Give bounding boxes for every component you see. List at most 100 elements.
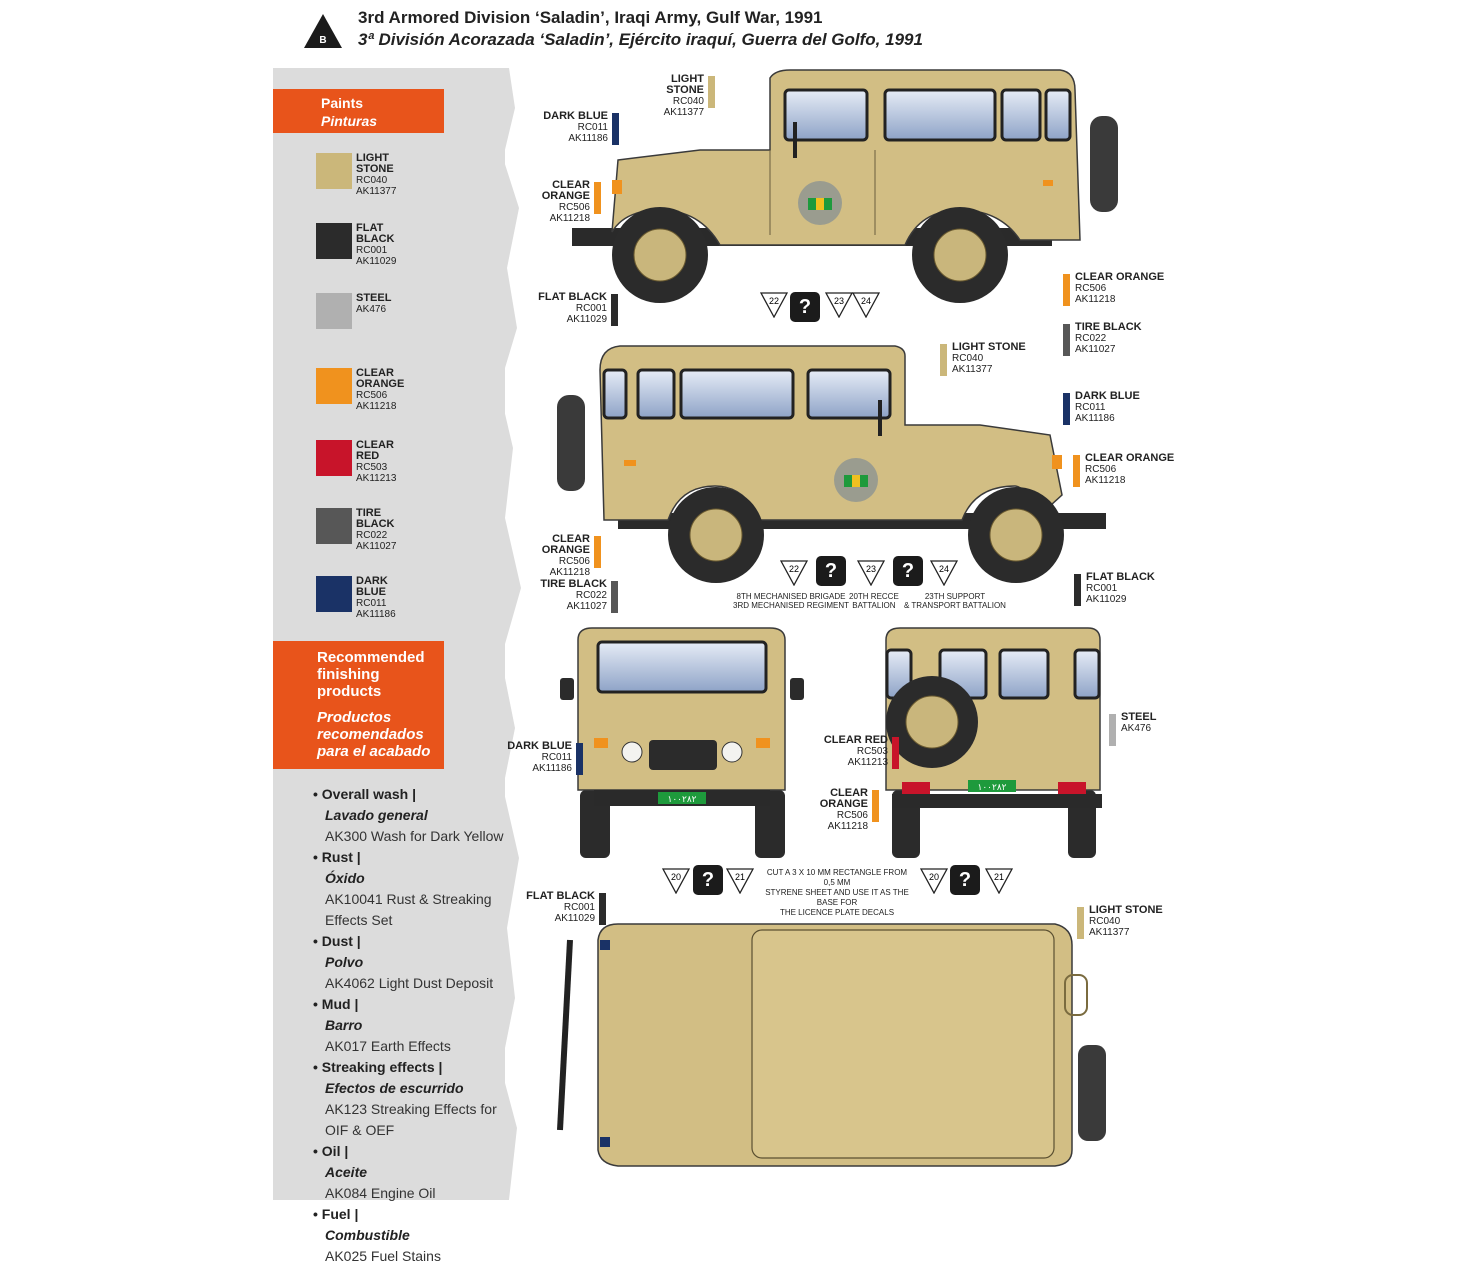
callout-text: DARK BLUE RC011 AK11186 [543, 110, 608, 145]
torn-edge [489, 68, 521, 1200]
decal-number-marker: 22 [779, 560, 809, 591]
unknown-decal-icon: ? [693, 865, 723, 895]
svg-text:١٠٠٢٨٢: ١٠٠٢٨٢ [667, 794, 696, 804]
color-bar [1063, 393, 1070, 425]
color-bar [611, 581, 618, 613]
color-bar [599, 893, 606, 925]
finishing-item-title-es: Efectos de escurrido [325, 1080, 464, 1096]
rear-view: ١٠٠٢٨٢ [885, 627, 1102, 858]
callout-text: DARK BLUE RC011 AK11186 [507, 740, 572, 775]
callout-text: TIRE BLACK RC022 AK11027 [1075, 321, 1142, 356]
finishing-item-title: • Mud | [313, 996, 359, 1012]
finishing-item-title-es: Aceite [325, 1164, 368, 1180]
sidebar: Paints Pinturas LIGHT STONE RC040 AK1137… [273, 68, 521, 1264]
paint-codes: CLEAR ORANGE RC506 AK11218 [356, 368, 404, 413]
callout-text: FLAT BLACK RC001 AK11029 [538, 291, 607, 326]
finishing-product: AK084 Engine Oil [325, 1185, 436, 1201]
paint-code: AK11218 [356, 401, 397, 412]
paint-code: AK11029 [356, 256, 397, 267]
callout-text: DARK BLUE RC011 AK11186 [1075, 390, 1140, 425]
color-bar [611, 294, 618, 326]
unit-label-23th-support: 23TH SUPPORT& TRANSPORT BATTALION [904, 592, 1006, 610]
svg-text:20: 20 [671, 872, 681, 882]
finishing-product: AK10041 Rust & Streaking [325, 891, 492, 907]
unknown-decal-icon: ? [816, 556, 846, 586]
callout-text: LIGHT STONE RC040 AK11377 [1089, 904, 1163, 939]
finishing-product: AK123 Streaking Effects for [325, 1101, 497, 1117]
color-bar [1063, 324, 1070, 356]
callout-text: CLEAR ORANGE RC506 AK11218 [541, 179, 590, 225]
paint-name: FLAT BLACK [356, 222, 395, 245]
color-swatch [316, 223, 352, 259]
color-bar [1074, 574, 1081, 606]
color-swatch [316, 440, 352, 476]
svg-text:20: 20 [929, 872, 939, 882]
paint-code: RC040 [356, 175, 388, 186]
color-bar [594, 182, 601, 214]
finishing-item-title: • Rust | [313, 849, 361, 865]
callout-text: CLEAR ORANGE RC506 AK11218 [1075, 271, 1165, 306]
paint-code: RC011 [356, 598, 387, 609]
svg-text:24: 24 [939, 564, 949, 574]
paint-name: LIGHT STONE [356, 152, 394, 175]
finishing-item: • Streaking effects | Efectos de escurri… [313, 1057, 513, 1141]
callout-text: CLEAR ORANGE RC506 AK11218 [819, 787, 868, 833]
paint-name: CLEAR RED [356, 439, 394, 462]
callout-text: FLAT BLACK RC001 AK11029 [526, 890, 595, 925]
color-bar [1109, 714, 1116, 746]
color-bar [872, 790, 879, 822]
finishing-item-title: • Dust | [313, 933, 361, 949]
finishing-header: Recommended finishing products Productos… [273, 641, 444, 769]
callout-text: CLEAR RED RC503 AK11213 [823, 734, 888, 769]
paint-code: AK11027 [356, 541, 397, 552]
paint-name: STEEL [356, 292, 392, 304]
finishing-item-title-es: Óxido [325, 870, 365, 886]
decal-number-marker: 24 [929, 560, 959, 591]
side-view-right [557, 345, 1106, 583]
svg-text:22: 22 [789, 564, 799, 574]
top-view [557, 923, 1106, 1167]
paint-name: TIRE BLACK [356, 507, 395, 530]
decal-number-marker: 23 [824, 292, 854, 323]
callout-text: TIRE BLACK RC022 AK11027 [540, 578, 607, 613]
color-bar [1077, 907, 1084, 939]
callout-text: CLEAR ORANGE RC506 AK11218 [541, 533, 590, 579]
finishing-item-title: • Streaking effects | [313, 1059, 443, 1075]
paint-codes: LIGHT STONE RC040 AK11377 [356, 152, 396, 198]
finishing-product: AK025 Fuel Stains [325, 1248, 441, 1264]
vehicle-drawings: ١٠٠٢٨٢ ١٠٠٢٨٢ [557, 69, 1118, 1167]
finishing-item-title: • Fuel | [313, 1206, 359, 1222]
color-swatch [316, 508, 352, 544]
color-swatch [316, 293, 352, 329]
color-bar [708, 76, 715, 108]
title-spanish: 3ª División Acorazada ‘Saladin’, Ejércit… [358, 30, 923, 49]
color-swatch [316, 576, 352, 612]
paint-codes: STEEL AK476 [356, 292, 392, 316]
paints-title: Paints [321, 95, 364, 111]
finishing-item-title: • Oil | [313, 1143, 349, 1159]
color-bar [576, 743, 583, 775]
paint-code: AK11213 [356, 473, 397, 484]
callout-text: LIGHT STONE RC040 AK11377 [952, 341, 1026, 376]
finishing-item-title: • Overall wash | [313, 786, 416, 802]
paint-code: RC503 [356, 462, 388, 473]
finishing-title-en: Recommended finishing products [317, 649, 425, 700]
side-view-left [572, 69, 1118, 303]
paint-codes: CLEAR RED RC503 AK11213 [356, 439, 397, 485]
color-bar [892, 737, 899, 769]
paint-name: DARK BLUE [356, 575, 388, 598]
title-english: 3rd Armored Division ‘Saladin’, Iraqi Ar… [358, 8, 823, 27]
decal-number-marker: 23 [856, 560, 886, 591]
color-bar [1073, 455, 1080, 487]
finishing-product: Effects Set [325, 912, 393, 928]
decal-number-marker: 20 [661, 868, 691, 899]
svg-text:21: 21 [994, 872, 1004, 882]
